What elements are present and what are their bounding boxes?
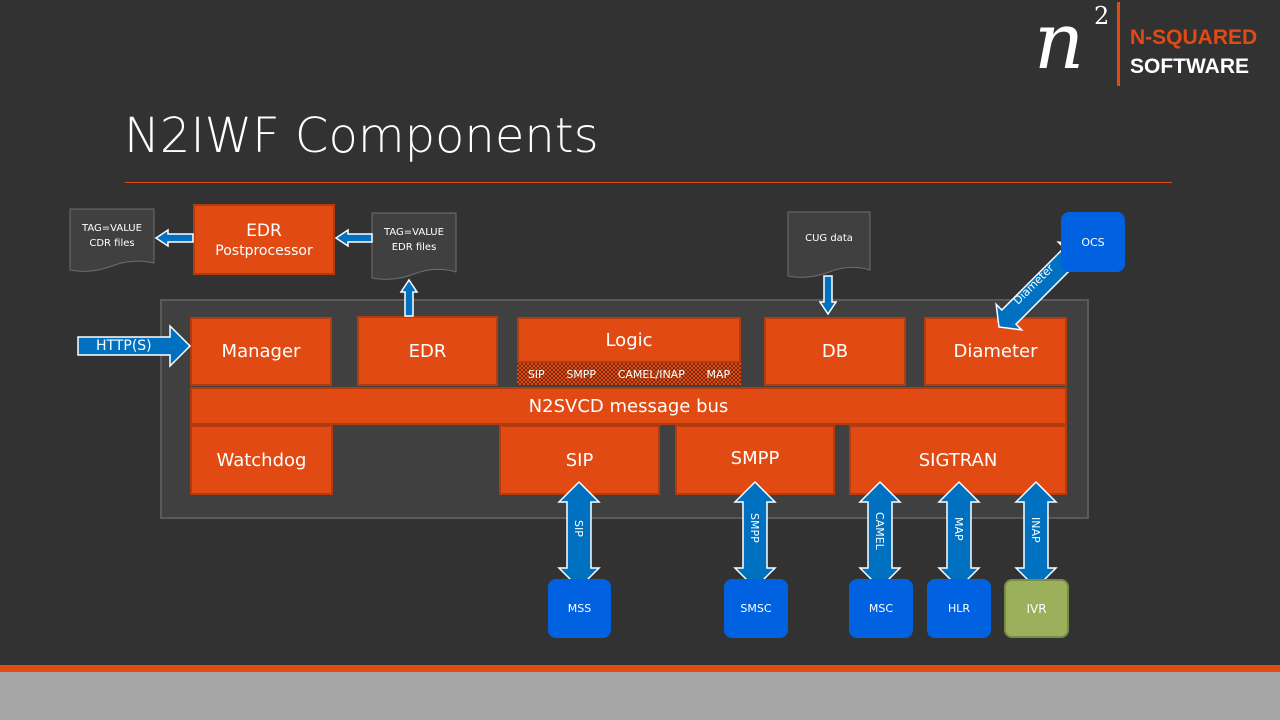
logic-submodules: SIP SMPP CAMEL/INAP MAP <box>517 363 741 385</box>
diameter-component: Diameter <box>924 317 1067 386</box>
edr-postprocessor-title: EDR <box>246 220 282 241</box>
http-arrow <box>77 324 192 368</box>
ocs-node: OCS <box>1061 212 1125 272</box>
smpp-arrow-label: SMPP <box>748 513 761 543</box>
diameter-label: Diameter <box>953 341 1038 362</box>
arrow-to-edr-postprocessor <box>334 228 373 248</box>
cug-data-line1: CUG data <box>805 233 853 244</box>
edr-postprocessor-box: EDR Postprocessor <box>193 204 335 275</box>
logic-sub-map: MAP <box>706 367 731 381</box>
hlr-node: HLR <box>927 579 991 638</box>
logo-line1: N-SQUARED <box>1130 26 1258 49</box>
logo-line2: SOFTWARE <box>1130 55 1249 78</box>
edr-files-line1: TAG=VALUE <box>384 227 444 238</box>
cdr-files-line1: TAG=VALUE <box>82 223 142 234</box>
logic-sub-smpp: SMPP <box>566 367 597 381</box>
cdr-files-line2: CDR files <box>89 238 135 249</box>
logic-component: Logic <box>517 317 741 363</box>
logo: n 2 N-SQUARED SOFTWARE <box>1030 0 1280 95</box>
footer <box>0 672 1280 720</box>
logic-sub-sip: SIP <box>527 367 545 381</box>
camel-arrow-label: CAMEL <box>873 512 886 550</box>
arrow-to-cdr-files <box>154 228 194 248</box>
message-bus-label: N2SVCD message bus <box>528 395 729 417</box>
http-arrow-label: HTTP(S) <box>96 338 152 354</box>
sigtran-label: SIGTRAN <box>918 449 998 471</box>
mss-label: MSS <box>567 602 592 615</box>
title-underline <box>125 182 1172 183</box>
edr-files-doc-shape <box>371 212 457 280</box>
manager-label: Manager <box>221 341 301 362</box>
logo-mark: n <box>1034 0 1085 87</box>
msc-label: MSC <box>868 602 894 615</box>
arrow-edr-to-files <box>399 278 419 317</box>
mss-node: MSS <box>548 579 611 638</box>
logic-sub-camel-inap: CAMEL/INAP <box>617 367 685 381</box>
sip-label: SIP <box>565 449 594 471</box>
page-title: N2IWF Components <box>124 108 599 164</box>
watchdog-component: Watchdog <box>190 425 333 495</box>
message-bus: N2SVCD message bus <box>190 387 1067 425</box>
smsc-label: SMSC <box>740 602 772 615</box>
msc-node: MSC <box>849 579 913 638</box>
hlr-label: HLR <box>947 602 971 615</box>
footer-accent-bar <box>0 665 1280 672</box>
db-label: DB <box>821 341 849 362</box>
ivr-label: IVR <box>1026 601 1047 616</box>
edr-label: EDR <box>408 340 447 362</box>
ocs-label: OCS <box>1081 235 1105 249</box>
edr-component: EDR <box>357 316 498 386</box>
logic-label: Logic <box>605 329 653 351</box>
inap-arrow-label: INAP <box>1029 517 1042 543</box>
smpp-label: SMPP <box>730 447 780 469</box>
map-arrow-label: MAP <box>952 517 965 541</box>
cdr-files-doc-shape <box>69 208 155 272</box>
edr-postprocessor-subtitle: Postprocessor <box>215 242 313 259</box>
logo-superscript: 2 <box>1094 2 1110 30</box>
manager-component: Manager <box>190 317 332 386</box>
watchdog-label: Watchdog <box>216 449 307 471</box>
ivr-node: IVR <box>1004 579 1069 638</box>
smsc-node: SMSC <box>724 579 788 638</box>
sip-arrow-label: SIP <box>572 520 585 537</box>
arrow-cug-to-db <box>818 275 838 316</box>
db-component: DB <box>764 317 906 386</box>
logo-divider <box>1117 2 1120 86</box>
edr-files-line2: EDR files <box>391 242 437 253</box>
cug-data-doc-shape <box>787 211 871 278</box>
